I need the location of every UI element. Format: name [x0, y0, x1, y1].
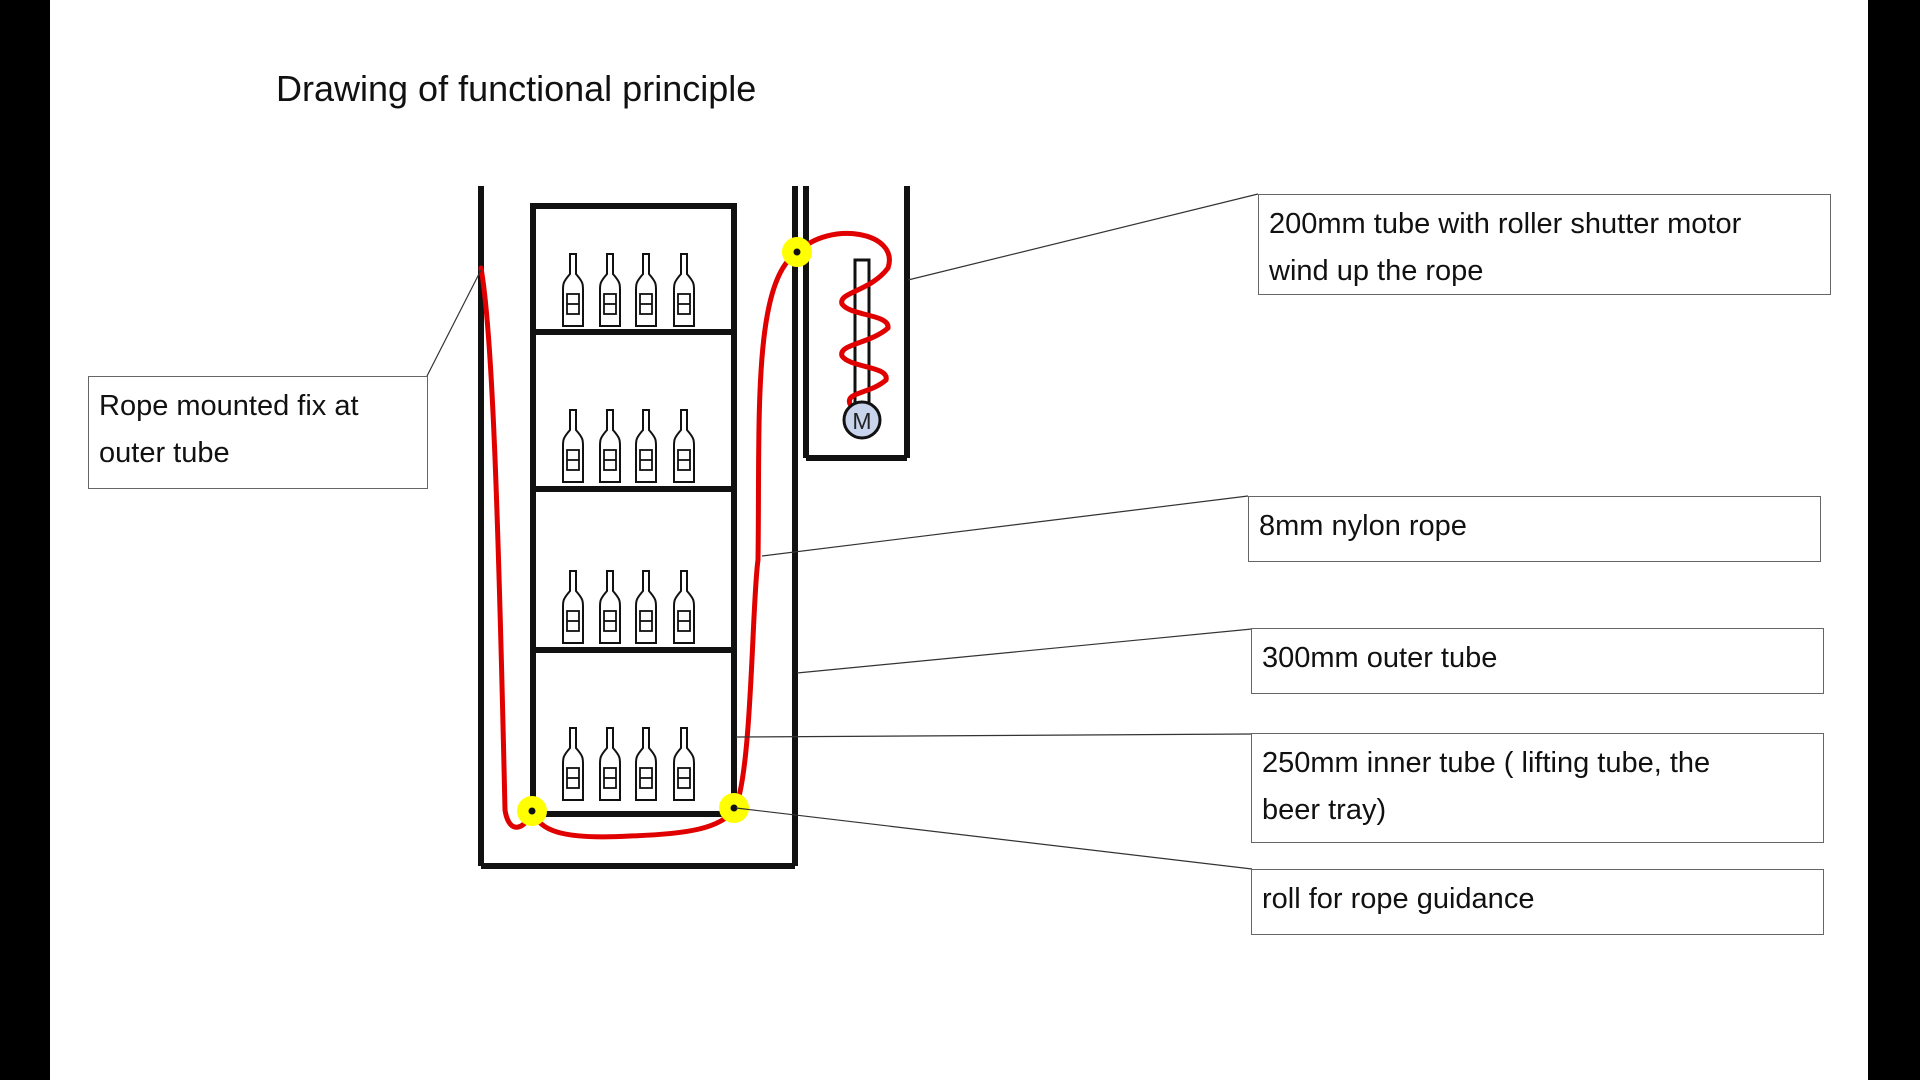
leader-roll [735, 807, 1253, 870]
diagram-title: Drawing of functional principle [276, 68, 757, 109]
label-roll-text: roll for rope guidance [1262, 883, 1535, 915]
leader-inner-tube [735, 733, 1253, 738]
motor-symbol: M [852, 408, 871, 434]
nylon-rope [478, 230, 892, 840]
label-nylon-rope: 8mm nylon rope [1248, 496, 1821, 562]
bottle-icon [599, 570, 621, 644]
leader-nylon-rope [761, 495, 1249, 557]
bottle-icon [599, 253, 621, 327]
motor-tube [803, 186, 910, 461]
label-200mm-tube-line-2: wind up the rope [1269, 255, 1484, 287]
motor-icon: M [842, 400, 882, 440]
outer-tube [478, 186, 798, 869]
label-200mm-tube-line-1: 200mm tube with roller shutter motor [1269, 208, 1742, 240]
label-nylon-rope-text: 8mm nylon rope [1259, 510, 1467, 542]
guide-rolls [517, 237, 812, 826]
bottle-icon [562, 253, 584, 327]
leader-outer-tube [796, 628, 1253, 674]
bottle-icon [562, 727, 584, 801]
label-200mm-tube: 200mm tube with roller shutter motor win… [1258, 194, 1831, 295]
roll-bottom-left [517, 796, 547, 826]
bottle-icon [673, 253, 695, 327]
label-inner-tube: 250mm inner tube ( lifting tube, the bee… [1251, 733, 1824, 843]
bottle-icon [635, 570, 657, 644]
leader-200mm-tube [907, 193, 1259, 281]
label-rope-mounted: Rope mounted fix at outer tube [88, 376, 428, 489]
roll-bottom-right [719, 793, 749, 823]
label-inner-tube-line-2: beer tray) [1262, 794, 1387, 826]
inner-tube [530, 203, 737, 817]
bottle-icon [599, 409, 621, 483]
label-outer-tube: 300mm outer tube [1251, 628, 1824, 694]
bottle-icon [635, 409, 657, 483]
bottle-icon [673, 409, 695, 483]
label-rope-mounted-line-1: Rope mounted fix at [99, 390, 359, 422]
label-inner-tube-line-1: 250mm inner tube ( lifting tube, the [1262, 747, 1711, 779]
bottle-icon [635, 727, 657, 801]
bottle-icon [673, 570, 695, 644]
roll-top-right [782, 237, 812, 267]
bottle-icon [562, 409, 584, 483]
bottle-icon [673, 727, 695, 801]
bottle-icon [599, 727, 621, 801]
label-roll: roll for rope guidance [1251, 869, 1824, 935]
motor-shaft [853, 258, 871, 408]
label-rope-mounted-line-2: outer tube [99, 437, 230, 469]
leader-lines [426, 193, 1259, 870]
label-outer-tube-text: 300mm outer tube [1262, 642, 1498, 674]
beer-bottles [562, 253, 695, 801]
bottle-icon [635, 253, 657, 327]
leader-rope-mounted [426, 269, 482, 377]
bottle-icon [562, 570, 584, 644]
